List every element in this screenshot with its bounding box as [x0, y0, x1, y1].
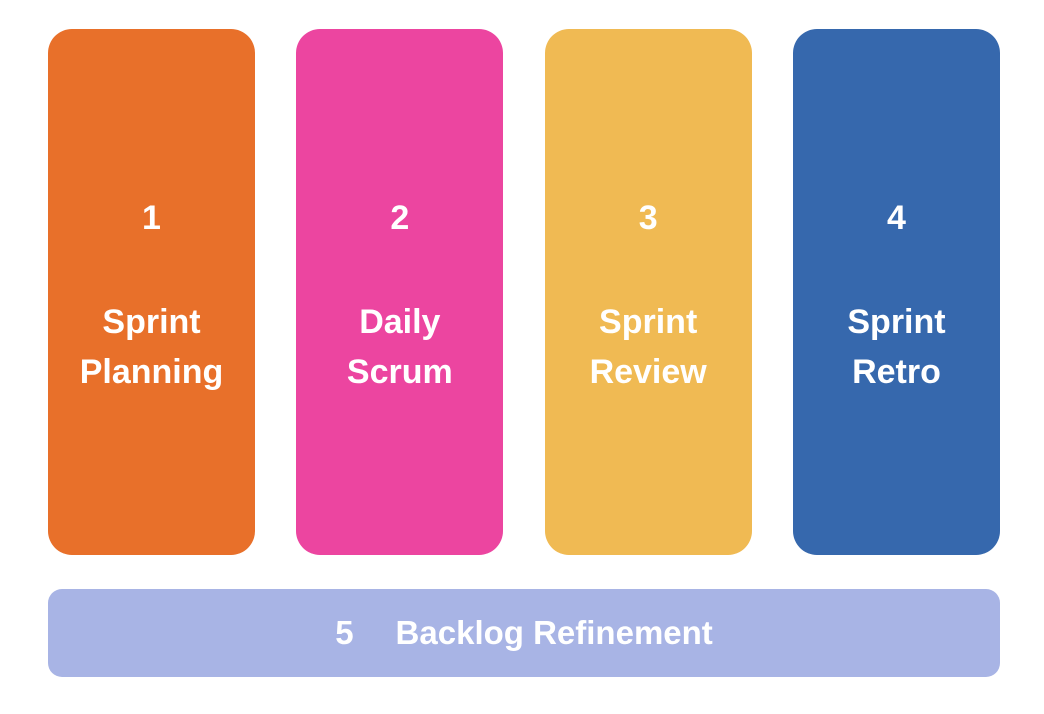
- event-card-title: Sprint Review: [589, 303, 707, 391]
- event-card-row: 1 Sprint Planning 2 Daily Scrum 3 Sprint…: [48, 29, 1000, 555]
- event-card-number: 1: [142, 199, 161, 237]
- backlog-refinement-title: Backlog Refinement: [395, 614, 713, 651]
- event-card-number: 4: [887, 199, 906, 237]
- backlog-refinement-number: 5: [335, 614, 354, 651]
- event-bar-backlog-refinement[interactable]: 5 Backlog Refinement: [48, 589, 1000, 677]
- event-card-title: Daily Scrum: [346, 303, 453, 391]
- event-card-title: Sprint Planning: [79, 303, 224, 391]
- event-card-sprint-retro[interactable]: 4 Sprint Retro: [792, 29, 1000, 555]
- event-card-number: 3: [638, 199, 658, 237]
- event-card-title: Sprint Retro: [847, 303, 946, 391]
- event-card-daily-scrum[interactable]: 2 Daily Scrum: [296, 29, 504, 555]
- event-card-sprint-planning[interactable]: 1 Sprint Planning: [48, 29, 255, 555]
- event-card-number: 2: [390, 199, 410, 237]
- event-card-sprint-review[interactable]: 3 Sprint Review: [544, 29, 752, 555]
